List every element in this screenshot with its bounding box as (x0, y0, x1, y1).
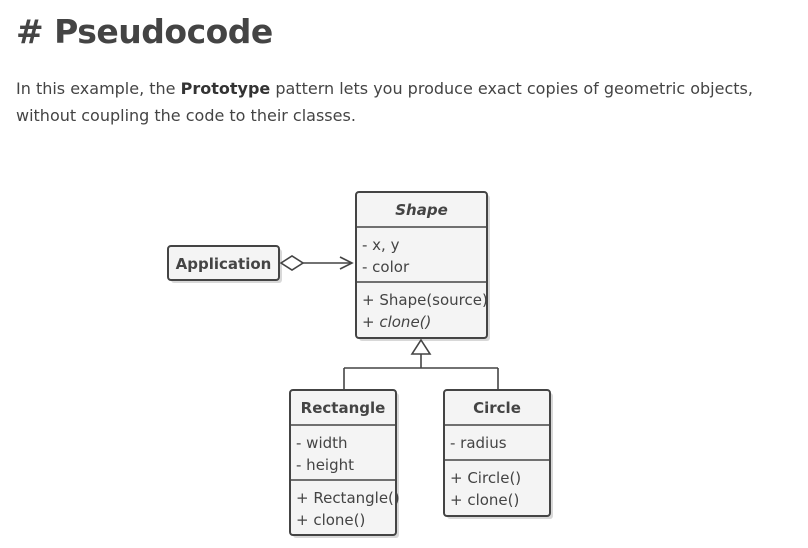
circle-method: + Circle() (450, 469, 521, 487)
rectangle-method: + clone() (296, 511, 365, 529)
inheritance-connector (343, 338, 499, 390)
aggregation-connector (279, 255, 354, 271)
shape-class-name: Shape (395, 201, 448, 219)
shape-method: + Shape(source) (362, 291, 488, 309)
page-title-text: Pseudocode (54, 12, 273, 51)
circle-class: Circle - radius + Circle() + clone() (443, 389, 553, 519)
page-title: # Pseudocode (16, 10, 273, 54)
circle-method: + clone() (450, 491, 519, 509)
rectangle-class-name: Rectangle (301, 399, 386, 417)
rectangle-field: - height (296, 456, 354, 474)
shape-field: - x, y (362, 236, 400, 254)
shape-field: - color (362, 258, 410, 276)
intro-bold-term: Prototype (180, 79, 271, 98)
intro-text-start: In this example, the (16, 79, 181, 98)
intro-paragraph: In this example, the Prototype pattern l… (16, 75, 776, 129)
circle-field: - radius (450, 434, 507, 452)
aggregation-diamond-icon (279, 255, 305, 271)
rectangle-field: - width (296, 434, 348, 452)
rectangle-class: Rectangle - width - height + Rectangle()… (289, 389, 400, 538)
rectangle-method: + Rectangle() (296, 489, 400, 507)
intro-text-end: pattern lets you produce exact copies of… (16, 79, 753, 125)
shape-method: + clone() (362, 313, 431, 331)
association-arrowhead-icon (339, 256, 354, 270)
application-class-name: Application (176, 255, 272, 273)
shape-class: Shape - x, y - color + Shape(source) + c… (355, 191, 490, 341)
circle-class-name: Circle (473, 399, 521, 417)
anchor-hash[interactable]: # (16, 12, 44, 51)
application-class: Application (167, 245, 282, 283)
inheritance-triangle-icon (410, 338, 432, 355)
